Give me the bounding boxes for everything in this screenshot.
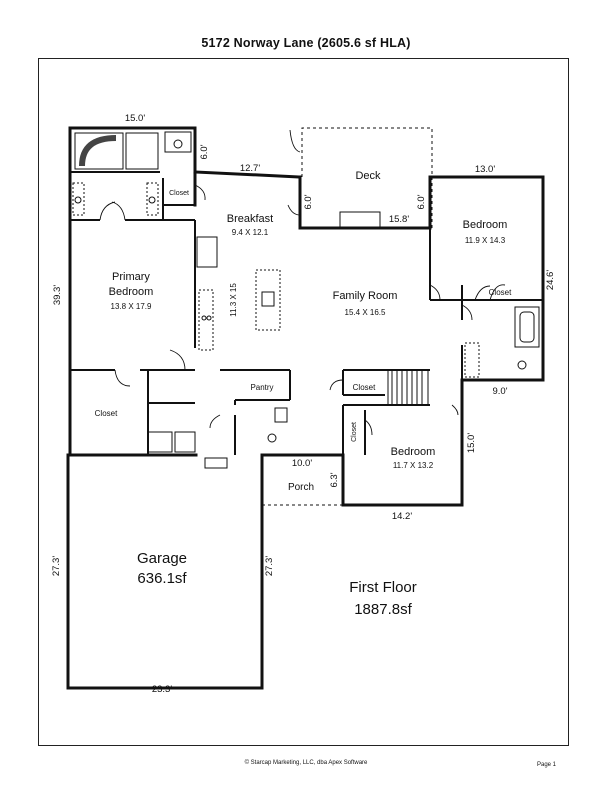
- sketch-frame: [38, 58, 569, 746]
- page-number: Page 1: [537, 762, 557, 768]
- tub-fixture: [74, 132, 124, 170]
- page-title: 5172 Norway Lane (2605.6 sf HLA): [201, 36, 411, 50]
- label-primary-2: Bedroom: [109, 286, 154, 298]
- dim-24-6: 24.6': [545, 270, 556, 290]
- label-family: Family Room: [333, 290, 398, 302]
- label-garage-area: 636.1sf: [137, 570, 187, 587]
- dim-9-0: 9.0': [492, 386, 507, 397]
- label-breakfast: Breakfast: [227, 213, 273, 225]
- label-breakfast-dim: 9.4 X 12.1: [232, 228, 269, 237]
- fireplace: [339, 211, 381, 229]
- label-bedroom-s-dim: 11.7 X 13.2: [393, 461, 434, 470]
- dim-6-3: 6.3': [329, 472, 340, 487]
- label-bedroom-ne: Bedroom: [463, 219, 508, 231]
- dim-27-3-right: 27.3': [264, 556, 275, 576]
- label-deck: Deck: [355, 170, 381, 182]
- dim-15-0-top: 15.0': [125, 113, 145, 124]
- label-kitchen-dim: 11.3 X 15: [229, 283, 238, 317]
- label-pantry: Pantry: [250, 383, 273, 392]
- label-bedroom-ne-dim: 11.9 X 14.3: [465, 236, 506, 245]
- door-swings: [99, 129, 506, 436]
- label-garage: Garage: [137, 550, 187, 567]
- label-porch: Porch: [288, 482, 314, 493]
- fixtures: [72, 131, 540, 469]
- label-closet-ne: Closet: [489, 288, 512, 297]
- dim-6-0-deck-w: 6.0': [303, 194, 314, 209]
- dim-13-0: 13.0': [475, 164, 495, 175]
- stairs: [387, 369, 429, 406]
- dim-15-0-right: 15.0': [466, 433, 477, 453]
- deck-outline: [301, 127, 433, 228]
- label-bedroom-s: Bedroom: [391, 446, 436, 458]
- label-family-dim: 15.4 X 16.5: [345, 308, 386, 317]
- dim-10-0: 10.0': [292, 458, 312, 469]
- dim-23-3: 23.3': [152, 684, 172, 695]
- exterior-walls: [66, 126, 545, 690]
- label-closet-hall: Closet: [353, 383, 376, 392]
- copyright-footer: © Starcap Marketing, LLC, dba Apex Softw…: [244, 760, 368, 766]
- dim-39-3: 39.3': [52, 285, 63, 305]
- dim-15-8: 15.8': [389, 214, 409, 225]
- dim-14-2: 14.2': [392, 511, 412, 522]
- label-floor-area: 1887.8sf: [354, 601, 412, 618]
- interior-walls: [70, 171, 543, 455]
- dim-6-0-deck-e: 6.0': [416, 194, 427, 209]
- dim-6-0-bath: 6.0': [199, 144, 210, 159]
- dim-27-3-left: 27.3': [51, 556, 62, 576]
- dimension-labels: 15.0' 6.0' 12.7' 6.0' 6.0' 15.8' 13.0' 3…: [51, 113, 556, 695]
- label-closet-primary: Closet: [95, 409, 118, 418]
- label-primary-dim: 13.8 X 17.9: [111, 302, 152, 311]
- room-labels: Deck Breakfast 9.4 X 12.1 11.3 X 15 Prim…: [95, 170, 512, 618]
- label-floor-name: First Floor: [349, 579, 417, 596]
- label-closet-bed-s: Closet: [351, 422, 358, 442]
- dim-12-7: 12.7': [240, 163, 260, 174]
- label-closet-bath: Closet: [169, 190, 189, 197]
- kitchen-island: [255, 269, 281, 331]
- label-primary-1: Primary: [112, 271, 150, 283]
